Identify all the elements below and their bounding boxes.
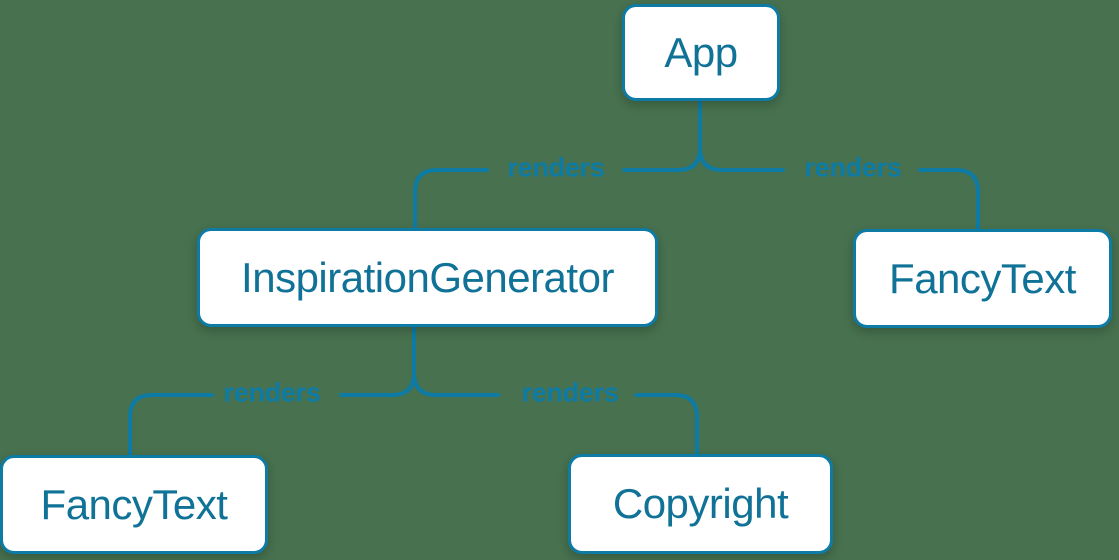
- edge-label-renders-1: renders: [507, 152, 605, 183]
- node-app: App: [622, 4, 780, 101]
- node-fancy-text-left: FancyText: [0, 455, 268, 554]
- edge-label-renders-2: renders: [804, 152, 902, 183]
- node-app-label: App: [664, 28, 738, 76]
- node-fancy-text-right: FancyText: [853, 229, 1112, 328]
- node-copyright-label: Copyright: [612, 480, 789, 527]
- node-fancy-text-right-label: FancyText: [889, 254, 1076, 302]
- edge-label-renders-4: renders: [521, 377, 619, 408]
- edge-inspiration-generator-to-copyright: [412, 371, 699, 456]
- node-inspiration-generator: InspirationGenerator: [197, 228, 658, 327]
- edge-app-to-fancy-text-right: [698, 146, 980, 231]
- node-inspiration-generator-label: InspirationGenerator: [241, 253, 614, 301]
- node-fancy-text-left-label: FancyText: [40, 480, 228, 528]
- node-copyright: Copyright: [568, 454, 833, 554]
- edge-label-renders-3: renders: [223, 377, 321, 408]
